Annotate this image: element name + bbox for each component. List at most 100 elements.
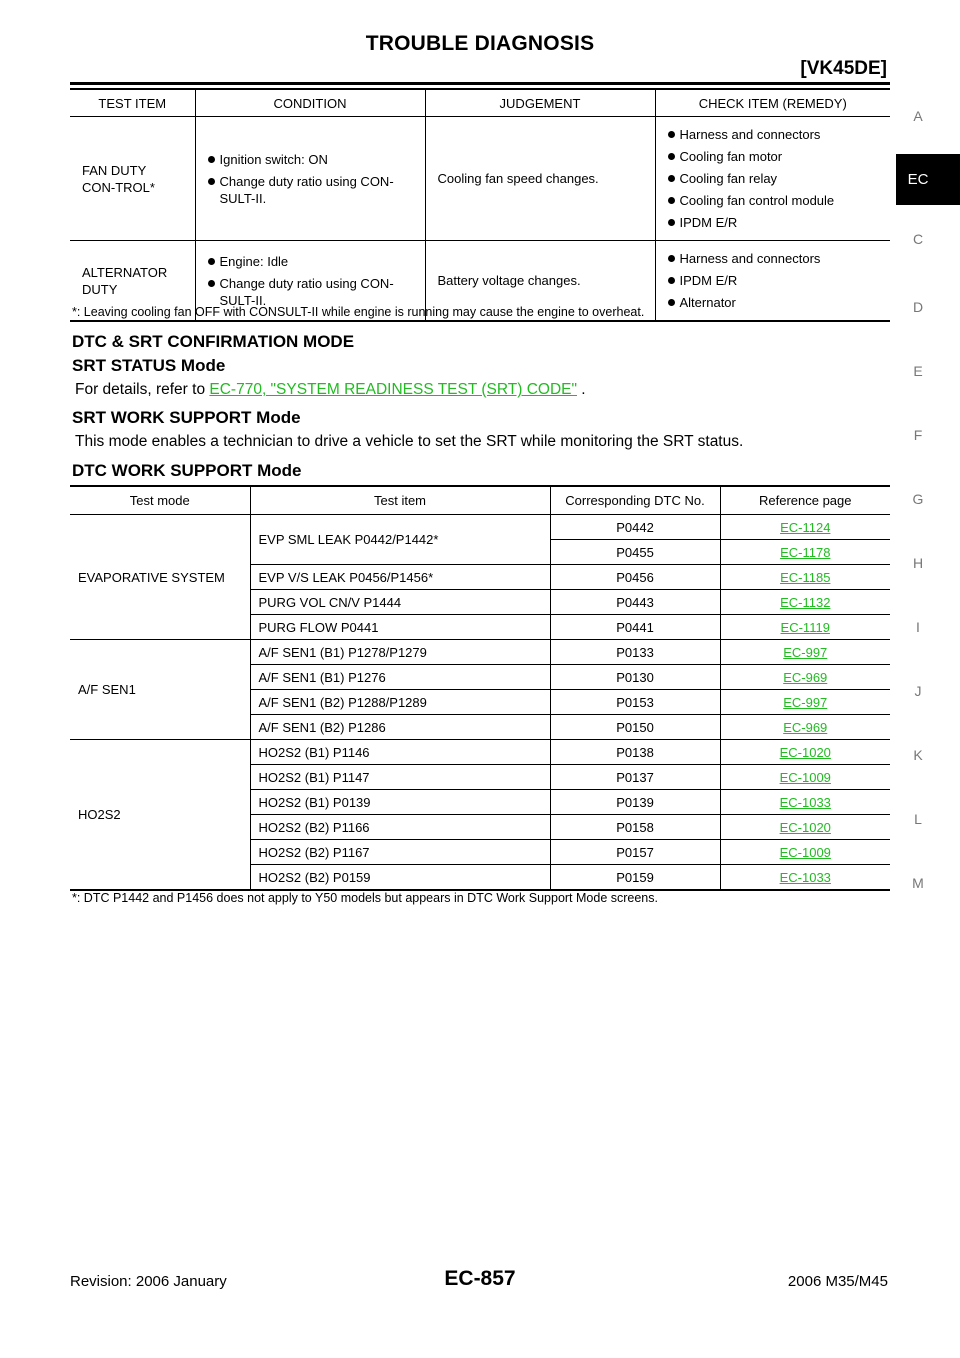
test-item-cell: EVP SML LEAK P0442/P1442* — [250, 514, 551, 565]
dtc-number-cell: P0158 — [550, 814, 721, 840]
test-mode-cell: HO2S2 — [70, 739, 251, 891]
side-index-l[interactable]: L — [914, 811, 922, 827]
test-item-cell: HO2S2 (B2) P1166 — [250, 814, 551, 840]
srt-code-link[interactable]: EC-770, "SYSTEM READINESS TEST (SRT) COD… — [209, 381, 577, 398]
test-item-cell: A/F SEN1 (B2) P1286 — [250, 714, 551, 740]
dtc-work-support-table: Test mode Test item Corresponding DTC No… — [70, 485, 890, 891]
dtc-number-cell: P0442 — [550, 514, 721, 540]
table-row: EVP V/S LEAK P0456/P1456*P0456 EC-1185 — [70, 564, 890, 590]
test-item-cell: ALTERNATOR DUTY — [70, 240, 195, 322]
check-item-bullet: IPDM E/R — [667, 214, 879, 231]
reference-page-link[interactable]: EC-1178 — [780, 544, 831, 560]
footer-page-number: EC-857 — [444, 1267, 516, 1290]
test-item-cell: A/F SEN1 (B1) P1276 — [250, 664, 551, 690]
side-index-f[interactable]: F — [913, 427, 923, 443]
dtc-table-footnote: *: DTC P1442 and P1456 does not apply to… — [72, 891, 658, 905]
side-index-c[interactable]: C — [912, 231, 924, 247]
dtc-number-cell: P0137 — [550, 764, 721, 790]
reference-page-link[interactable]: EC-1119 — [780, 619, 830, 635]
page-title: TROUBLE DIAGNOSIS — [365, 32, 595, 55]
side-index-ec[interactable]: EC — [896, 154, 960, 205]
side-index-h[interactable]: H — [912, 555, 924, 571]
col-header-condition: CONDITION — [194, 89, 425, 117]
table-row: FAN DUTY CON-TROL* Ignition switch: ON C… — [70, 116, 890, 241]
reference-page-link[interactable]: EC-969 — [783, 669, 828, 685]
test-item-cell: A/F SEN1 (B2) P1288/P1289 — [250, 689, 551, 715]
test-item-cell: A/F SEN1 (B1) P1278/P1279 — [250, 639, 551, 665]
test-item-cell: HO2S2 (B2) P0159 — [250, 864, 551, 891]
side-index-d[interactable]: D — [912, 299, 924, 315]
active-test-table: TEST ITEM CONDITION JUDGEMENT CHECK ITEM… — [70, 88, 890, 322]
col-header-check-item: CHECK ITEM (REMEDY) — [654, 89, 890, 117]
test-item-cell: HO2S2 (B1) P1147 — [250, 764, 551, 790]
side-index-m[interactable]: M — [912, 875, 924, 891]
side-index-e[interactable]: E — [913, 363, 923, 379]
reference-page-link[interactable]: EC-969 — [783, 719, 828, 735]
srt-work-support-heading: SRT WORK SUPPORT Mode — [72, 408, 301, 427]
srt-status-text: For details, refer to EC-770, "SYSTEM RE… — [75, 381, 586, 398]
side-index-g[interactable]: G — [912, 491, 924, 507]
dtc-number-cell: P0139 — [550, 789, 721, 815]
col-header-dtc-no: Corresponding DTC No. — [549, 485, 720, 515]
reference-page-link[interactable]: EC-1124 — [780, 519, 831, 535]
reference-page-link[interactable]: EC-1185 — [780, 569, 831, 585]
top-rule — [70, 82, 890, 85]
test-item-cell: HO2S2 (B1) P1146 — [250, 739, 551, 765]
dtc-number-cell: P0130 — [550, 664, 721, 690]
condition-bullet: Change duty ratio using CON-SULT-II. — [207, 275, 413, 309]
col-header-judgement: JUDGEMENT — [424, 89, 655, 117]
reference-page-link[interactable]: EC-1009 — [779, 844, 831, 860]
test-mode-cell: A/F SEN1 — [70, 639, 251, 740]
check-item-bullet: Alternator — [667, 294, 879, 311]
reference-page-link[interactable]: EC-1033 — [779, 794, 831, 810]
col-header-reference-page: Reference page — [719, 485, 890, 515]
reference-page-link[interactable]: EC-1132 — [780, 594, 831, 610]
side-index-k[interactable]: K — [913, 747, 923, 763]
reference-page-link[interactable]: EC-997 — [783, 644, 828, 660]
footer-model: 2006 M35/M45 — [787, 1273, 888, 1290]
active-test-footnote: *: Leaving cooling fan OFF with CONSULT-… — [72, 305, 645, 319]
side-index-j[interactable]: J — [914, 683, 922, 699]
test-item-cell: FAN DUTY CON-TROL* — [70, 116, 195, 241]
dtc-number-cell: P0157 — [550, 839, 721, 865]
check-item-bullet: Cooling fan control module — [667, 192, 879, 209]
dtc-number-cell: P0456 — [550, 564, 721, 590]
reference-page-link[interactable]: EC-1009 — [779, 769, 831, 785]
table-row: ALTERNATOR DUTY Engine: Idle Change duty… — [70, 240, 890, 322]
reference-page-link[interactable]: EC-1020 — [779, 744, 831, 760]
model-code: [VK45DE] — [800, 58, 887, 79]
reference-page-link[interactable]: EC-997 — [783, 694, 828, 710]
reference-page-link[interactable]: EC-1020 — [779, 819, 831, 835]
test-item-cell: PURG FLOW P0441 — [250, 614, 551, 640]
col-header-test-item: TEST ITEM — [70, 89, 195, 117]
col-header-test-mode: Test mode — [70, 485, 250, 515]
side-index-i[interactable]: I — [916, 619, 920, 635]
footer-revision: Revision: 2006 January — [70, 1273, 227, 1290]
side-index-a[interactable]: A — [913, 108, 923, 124]
dtc-number-cell: P0443 — [550, 589, 721, 615]
srt-status-heading: SRT STATUS Mode — [72, 356, 226, 375]
condition-bullet: Ignition switch: ON — [207, 151, 413, 168]
dtc-number-cell: P0159 — [550, 864, 721, 891]
test-item-cell: EVP V/S LEAK P0456/P1456* — [250, 564, 551, 590]
col-header-test-item: Test item — [249, 485, 550, 515]
test-mode-cell: EVAPORATIVE SYSTEM — [70, 514, 251, 640]
judgement-cell: Cooling fan speed changes. — [424, 116, 655, 241]
test-item-cell: HO2S2 (B2) P1167 — [250, 839, 551, 865]
dtc-work-support-heading: DTC WORK SUPPORT Mode — [72, 461, 302, 480]
check-item-bullet: Cooling fan relay — [667, 170, 879, 187]
reference-page-link[interactable]: EC-1033 — [779, 869, 831, 885]
